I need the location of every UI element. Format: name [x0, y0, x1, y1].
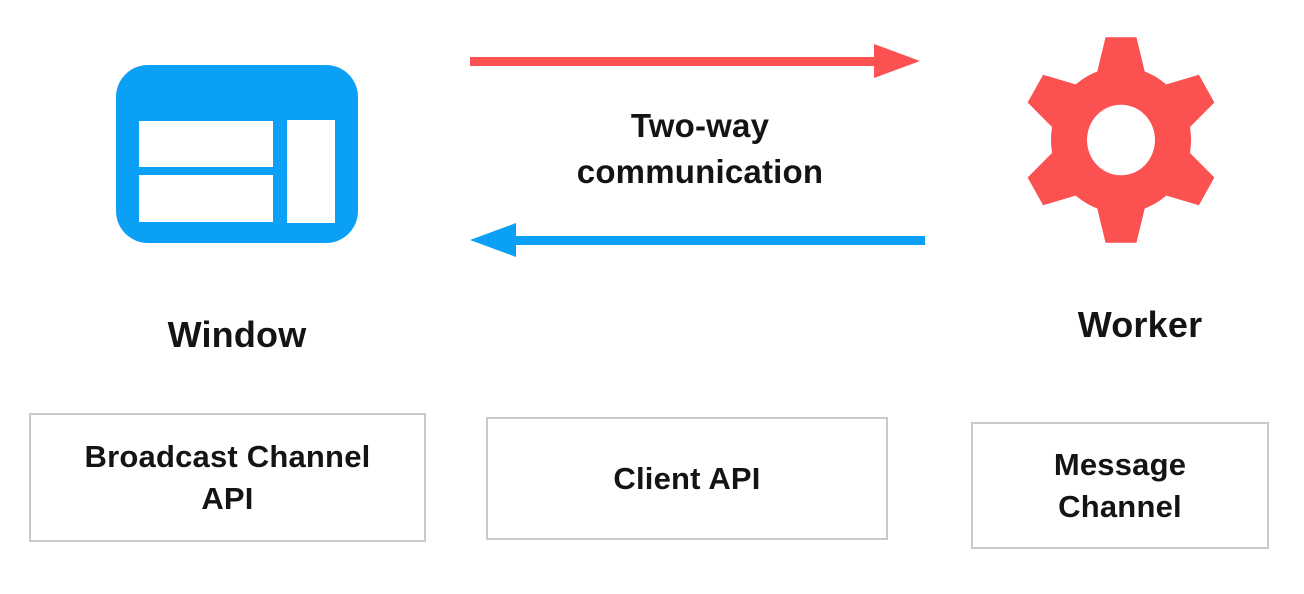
client-api-box: Client API [486, 417, 888, 540]
forward-arrow-line [470, 57, 876, 66]
two-way-communication-label: Two-way communication [576, 107, 824, 190]
backward-arrow-head-icon [470, 223, 516, 257]
gear-icon [1018, 33, 1224, 247]
broadcast-channel-api-box: Broadcast Channel API [29, 413, 426, 542]
backward-arrow-line [514, 236, 925, 245]
window-node-label: Window [167, 314, 307, 355]
browser-window-icon [116, 65, 358, 243]
forward-arrow-head-icon [874, 44, 920, 78]
message-channel-box: Message Channel [971, 422, 1269, 549]
worker-node-label: Worker [1077, 304, 1203, 345]
